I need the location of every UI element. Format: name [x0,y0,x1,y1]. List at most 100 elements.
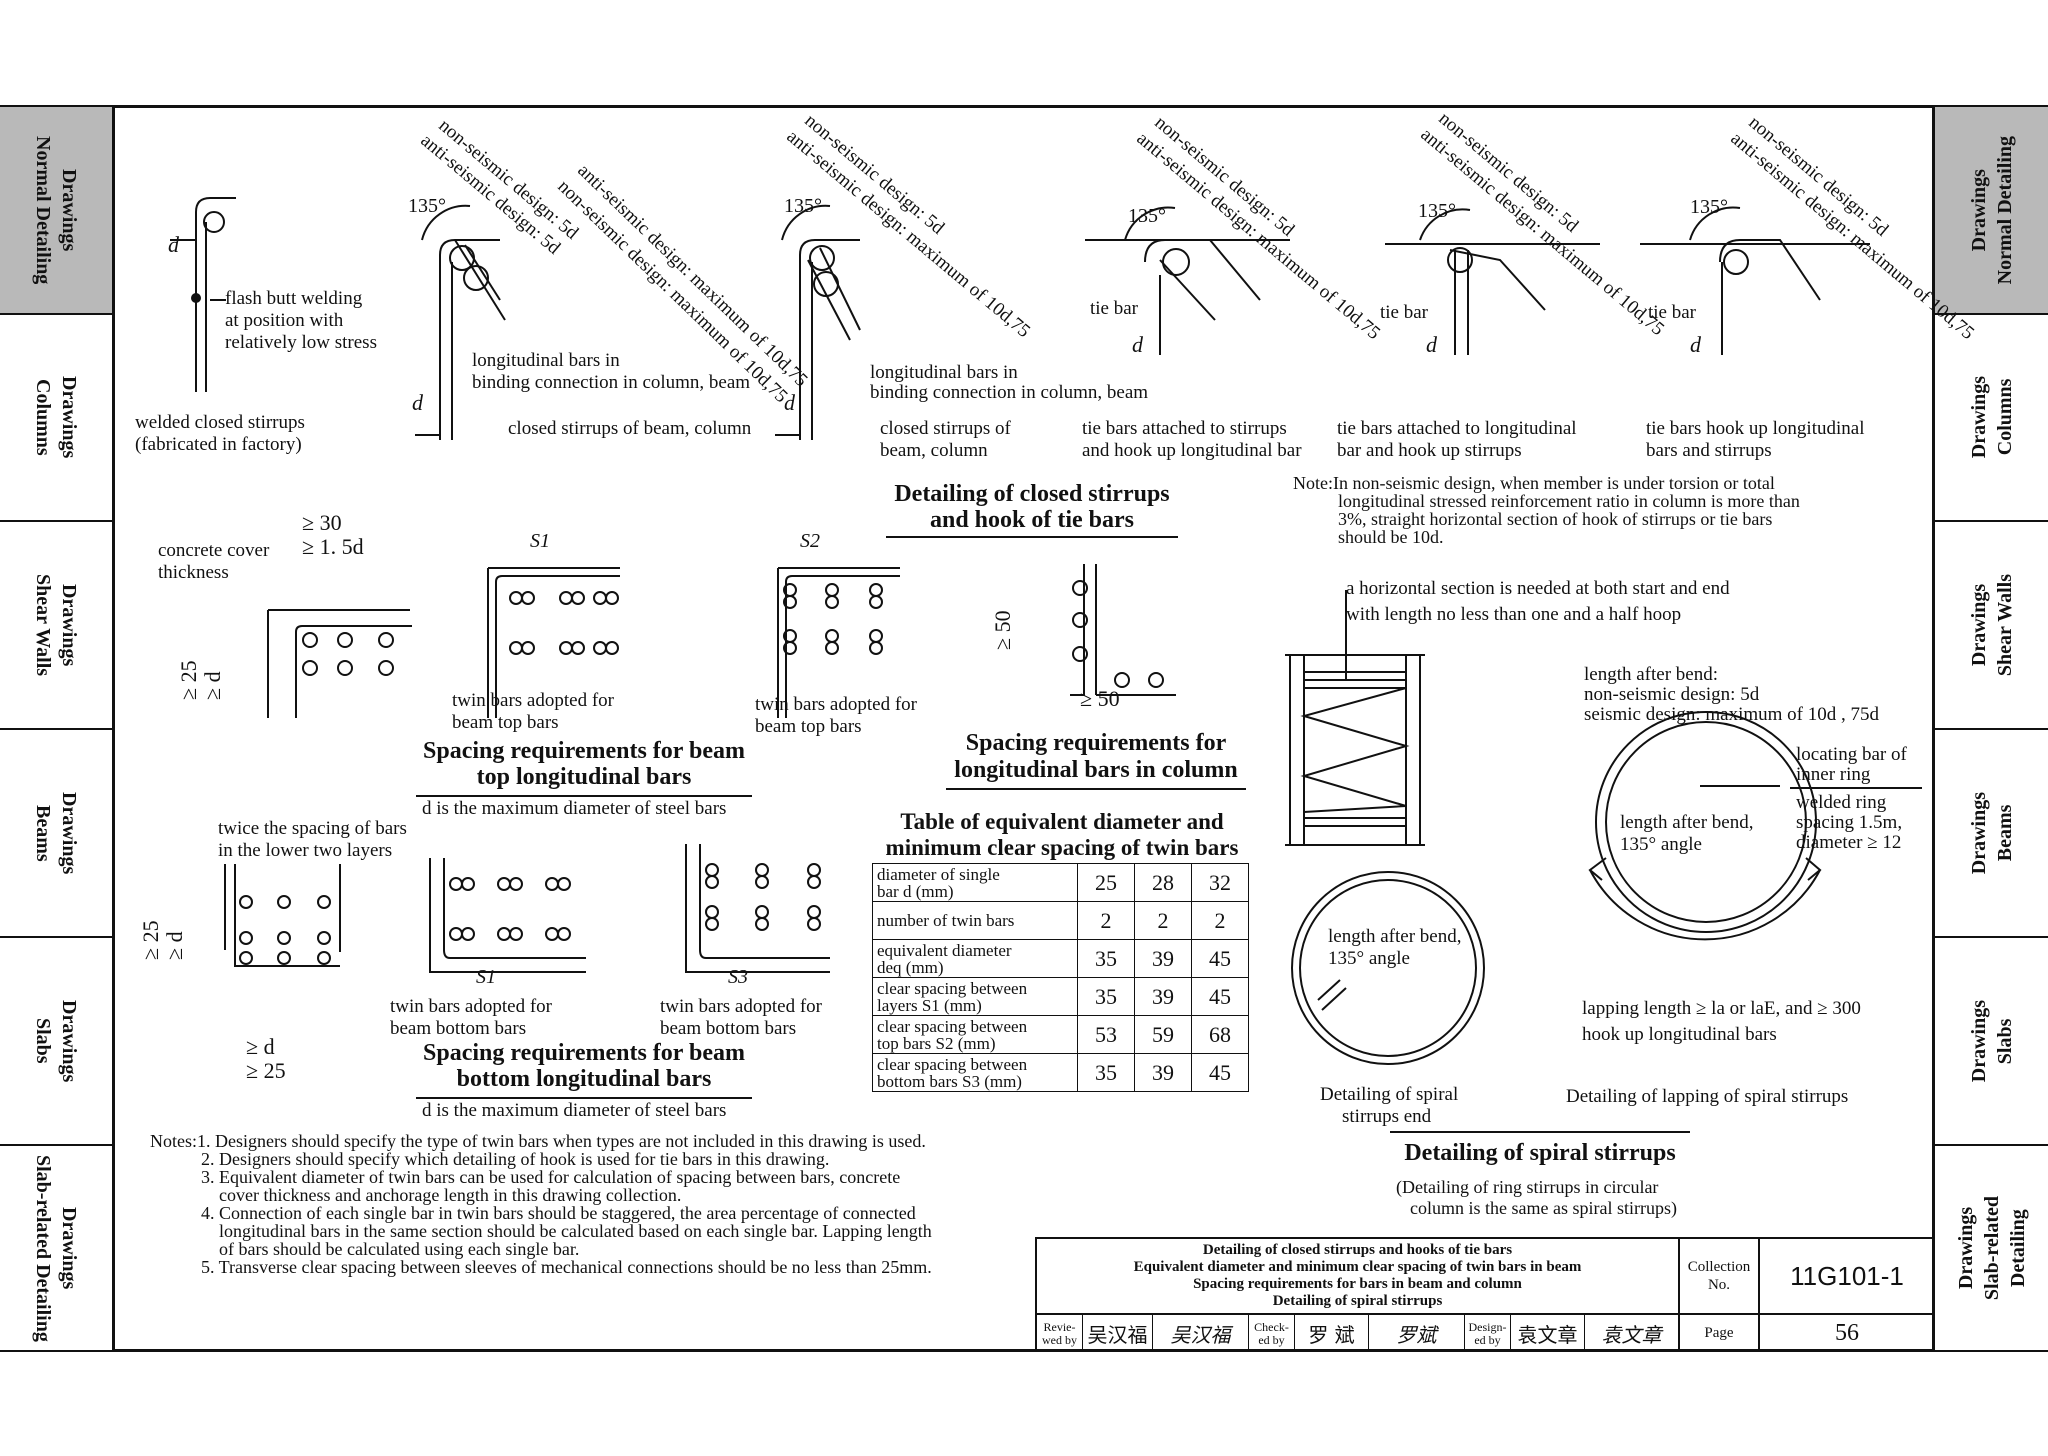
row-label-line: bottom bars S3 (mm) [877,1071,1022,1091]
ged-bottom: ≥ d [162,931,187,960]
horiz-2: with length no less than one and a half … [1346,604,1682,625]
table-title-2: minimum clear spacing of twin bars [885,835,1239,860]
twin-top-1a: twin bars adopted for [452,690,614,711]
ge15d-label: ≥ 1. 5d [302,534,364,559]
s2-top: S2 [800,530,820,552]
row-label-line: clear spacing between [877,978,1028,998]
angle-label-2: 135° [784,195,822,217]
ged-bottom-2: ≥ d [246,1034,275,1059]
d-label-5: d [1426,332,1437,357]
ge25-bottom-2: ≥ 25 [246,1058,286,1083]
note-top-2: longitudinal stressed reinforcement rati… [1338,491,1800,511]
reviewed-label: Revie- wed by [1037,1315,1083,1352]
twin-bottom-1a: twin bars adopted for [390,996,552,1017]
welded-label-1: flash butt welding [225,288,363,309]
len-after-bend-2: non-seismic design: 5d [1584,684,1760,705]
tb-title-1: Detailing of closed stirrups and hooks o… [1202,1242,1513,1258]
horiz-1: a horizontal section is needed at both s… [1346,578,1730,599]
beam-bottom-heading-1: Spacing requirements for beam [423,1040,745,1066]
note-top-3: 3%, straight horizontal section of hook … [1338,509,1773,529]
table-cell: 2 [1191,901,1249,940]
lap-1: lapping length ≥ la or laE, and ≥ 300 [1582,998,1861,1019]
beam-bottom-sub: d is the maximum diameter of steel bars [422,1100,727,1121]
row-label-line: clear spacing between [877,1054,1028,1074]
row-label-line: equivalent diameter [877,940,1012,960]
angle-label-3: 135° [1128,205,1166,227]
side-tab-line: Drawings [58,168,80,252]
ge25-top: ≥ 25 [176,660,201,700]
table-title-1: Table of equivalent diameter and [900,809,1224,834]
tie3-2: bars and stirrups [1646,440,1772,461]
designer-name: 袁文章 [1511,1315,1585,1352]
note-4: 4. Connection of each single bar in twin… [201,1203,916,1223]
bend-end-1: length after bend, [1328,926,1462,947]
table-cell: 59 [1134,1015,1192,1054]
table-row-label: number of twin bars [872,901,1078,940]
table-cell: 39 [1134,939,1192,978]
welded-caption-2: (fabricated in factory) [135,434,302,455]
ge50-horizontal: ≥ 50 [1080,686,1120,711]
welded-ring-2: spacing 1.5m, [1796,812,1903,833]
side-tab-line: Shear Walls [32,573,54,677]
side-tab-line: Beams [32,804,54,862]
row-label-line: deq (mm) [877,957,944,977]
long-bars-2a: longitudinal bars in [870,362,1018,383]
long-bars-1b: binding connection in column, beam [472,372,751,393]
angle-label-1: 135° [408,195,446,217]
designer-signature: 袁文章 [1585,1315,1680,1352]
side-tab-line: Drawings [58,1206,80,1290]
note-3: 3. Equivalent diameter of twin bars can … [201,1167,901,1187]
table-cell: 28 [1134,863,1192,902]
twin-top-2a: twin bars adopted for [755,694,917,715]
table-cell: 2 [1077,901,1135,940]
checked-label: Check- ed by [1249,1315,1295,1352]
welded-label-2: at position with [225,310,344,331]
closed-beam-column: closed stirrups of beam, column [508,418,752,439]
spiral-heading: Detailing of spiral stirrups [1404,1140,1676,1166]
bend-lap-1: length after bend, [1620,812,1754,833]
tie1-1: tie bars attached to stirrups [1082,418,1287,439]
side-tab-line: Columns [32,379,54,456]
s1-top: S1 [530,530,550,552]
note-1: Notes:1. Designers should specify the ty… [150,1131,926,1151]
page-label: Page [1680,1315,1760,1352]
angle-label-5: 135° [1690,196,1728,218]
checker-signature: 罗斌 [1369,1315,1465,1352]
tb-title-3: Spacing requirements for bars in beam an… [1193,1276,1522,1292]
ge25-bottom: ≥ 25 [138,920,163,960]
table-cell: 25 [1077,863,1135,902]
tie2-2: bar and hook up stirrups [1337,440,1522,461]
side-tab-line: Drawings [58,791,80,875]
page-number: 56 [1835,1320,1859,1346]
note-top-4: should be 10d. [1338,527,1444,547]
spiral-sub-2: column is the same as spiral stirrups) [1410,1198,1677,1218]
designed-label-2: ed by [1474,1332,1501,1347]
note-4b: longitudinal bars in the same section sh… [219,1221,932,1241]
ge50-vertical: ≥ 50 [990,610,1015,650]
ged-top: ≥ d [200,671,225,700]
notes: Notes:1. Designers should specify the ty… [150,1132,1010,1276]
d-label-2: d [412,390,423,415]
checked-label-1: Check- [1254,1319,1289,1334]
locating-1: locating bar of [1796,744,1907,765]
